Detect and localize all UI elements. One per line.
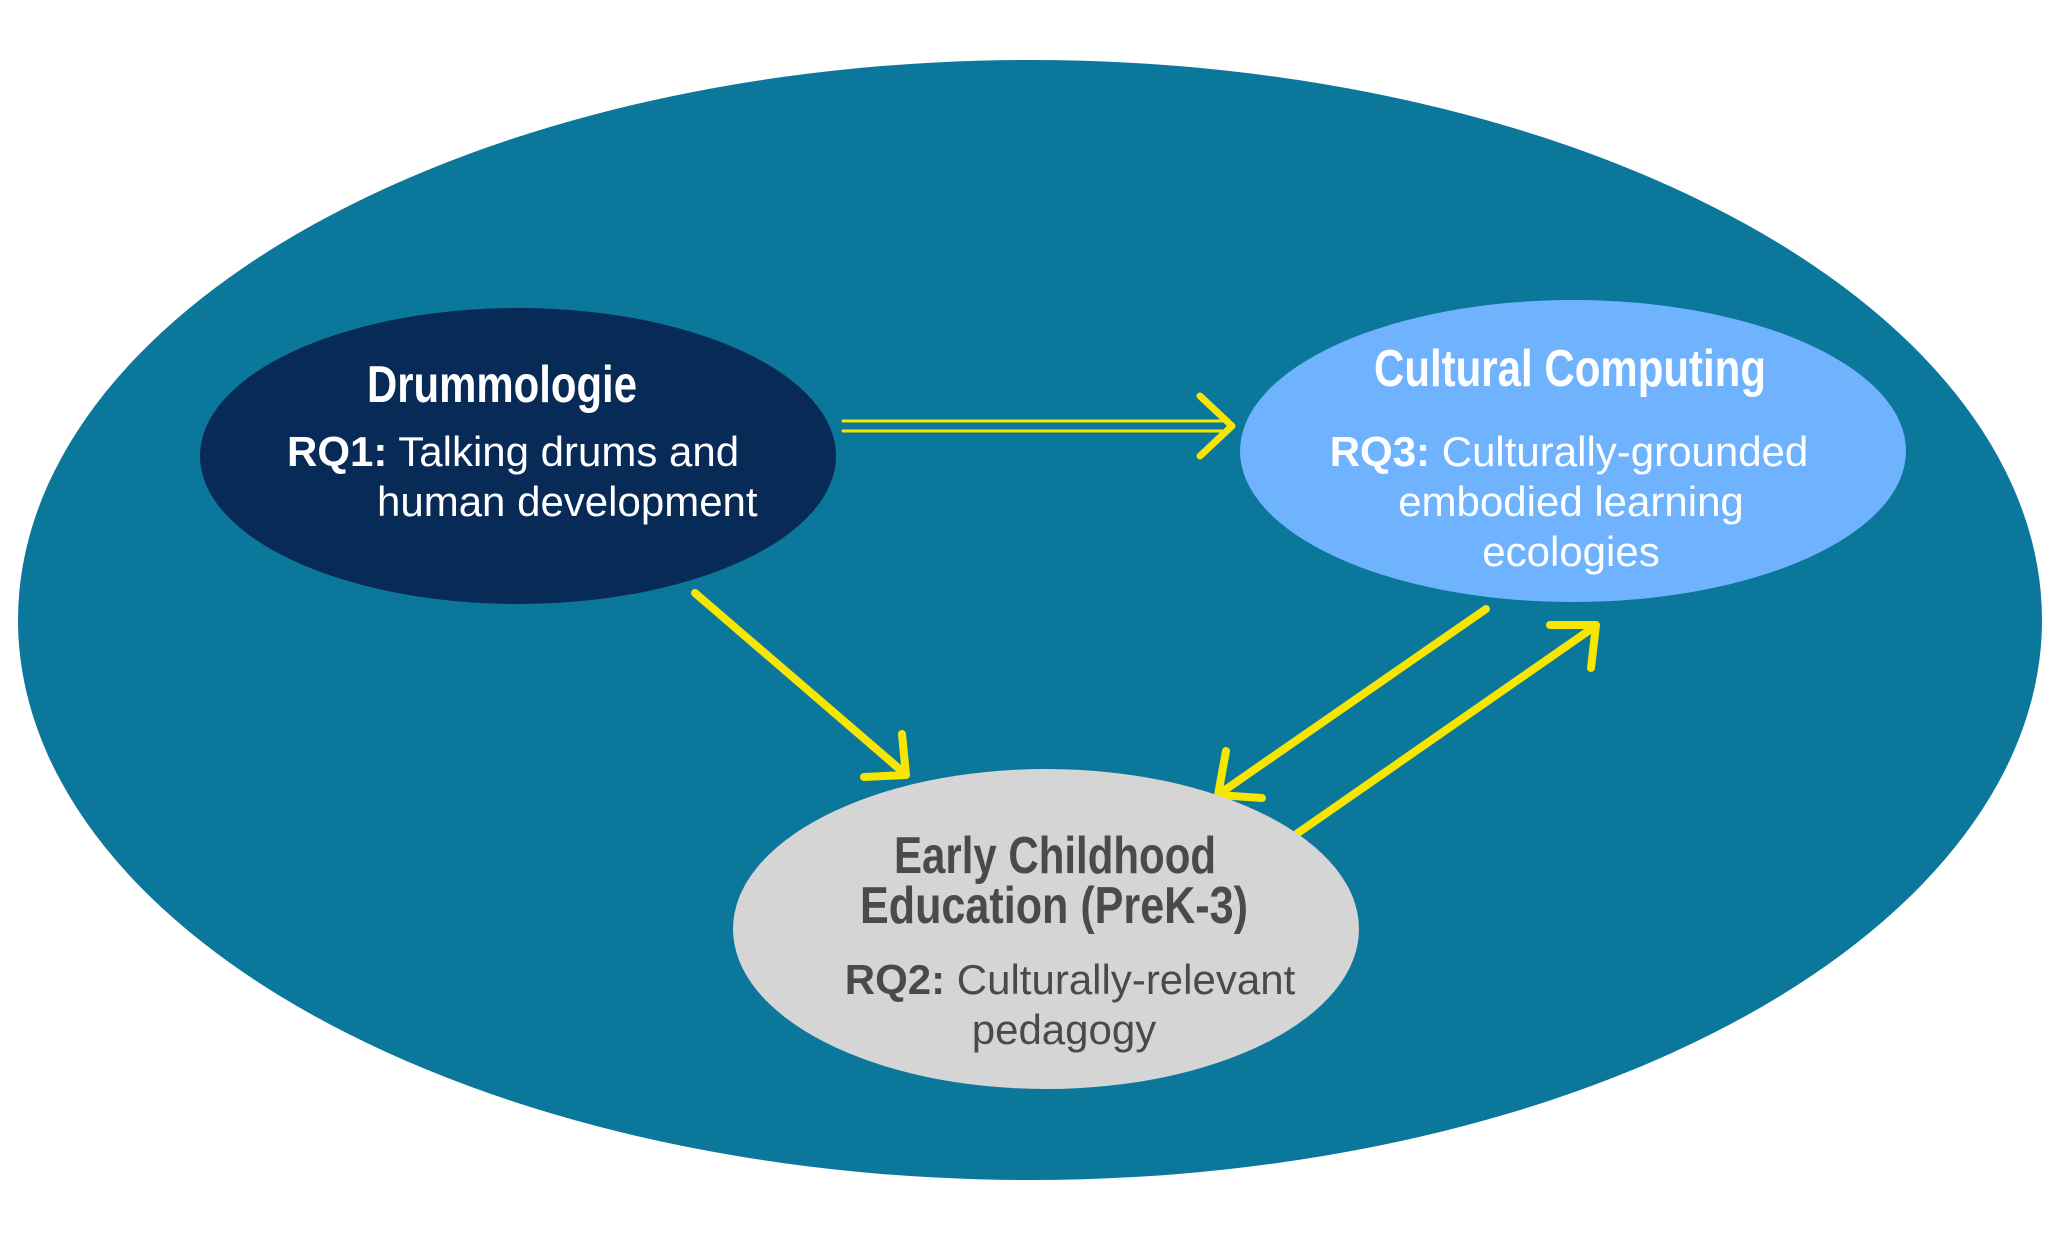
drummologie-title: Drummologie bbox=[367, 356, 637, 414]
drummologie-rq-line1: RQ1: Talking drums and bbox=[287, 428, 739, 475]
arrow-drummologie-to-cultural-computing bbox=[841, 392, 1236, 460]
early-childhood-title-line2: Education (PreK-3) bbox=[860, 877, 1248, 935]
cultural-computing-rq-label: RQ3: bbox=[1330, 428, 1430, 475]
drummologie-rq-line2: human development bbox=[377, 478, 758, 525]
early-childhood-title-line1: Early Childhood bbox=[894, 827, 1216, 885]
early-childhood-rq-label: RQ2: bbox=[845, 956, 945, 1003]
drummologie-ellipse bbox=[200, 308, 836, 604]
arrow-cultural-computing-to-early-childhood bbox=[1214, 605, 1490, 802]
cultural-computing-rq-line2: embodied learning bbox=[1398, 478, 1744, 525]
early-childhood-rq-line1: RQ2: Culturally-relevant bbox=[845, 956, 1296, 1003]
arrow-drummologie-to-early-childhood bbox=[691, 589, 910, 781]
drummologie-rq-label: RQ1: bbox=[287, 428, 387, 475]
arrows bbox=[691, 392, 1600, 839]
arrow-early-childhood-to-cultural-computing bbox=[1291, 621, 1600, 839]
node-drummologie: Drummologie RQ1: Talking drums and human… bbox=[200, 308, 836, 604]
cultural-computing-rq-text-1: Culturally-grounded bbox=[1430, 428, 1808, 475]
cultural-computing-ellipse bbox=[1240, 300, 1906, 602]
node-cultural-computing: Cultural Computing RQ3: Culturally-groun… bbox=[1240, 300, 1906, 602]
drummologie-rq-text-1: Talking drums and bbox=[387, 428, 739, 475]
early-childhood-ellipse bbox=[733, 769, 1359, 1089]
cultural-computing-rq-line1: RQ3: Culturally-grounded bbox=[1330, 428, 1809, 475]
cultural-computing-rq-line3: ecologies bbox=[1482, 528, 1659, 575]
early-childhood-rq-text-1: Culturally-relevant bbox=[945, 956, 1295, 1003]
cultural-computing-title: Cultural Computing bbox=[1374, 340, 1766, 398]
node-early-childhood: Early Childhood Education (PreK-3) RQ2: … bbox=[733, 769, 1359, 1089]
early-childhood-rq-line2: pedagogy bbox=[972, 1006, 1157, 1053]
